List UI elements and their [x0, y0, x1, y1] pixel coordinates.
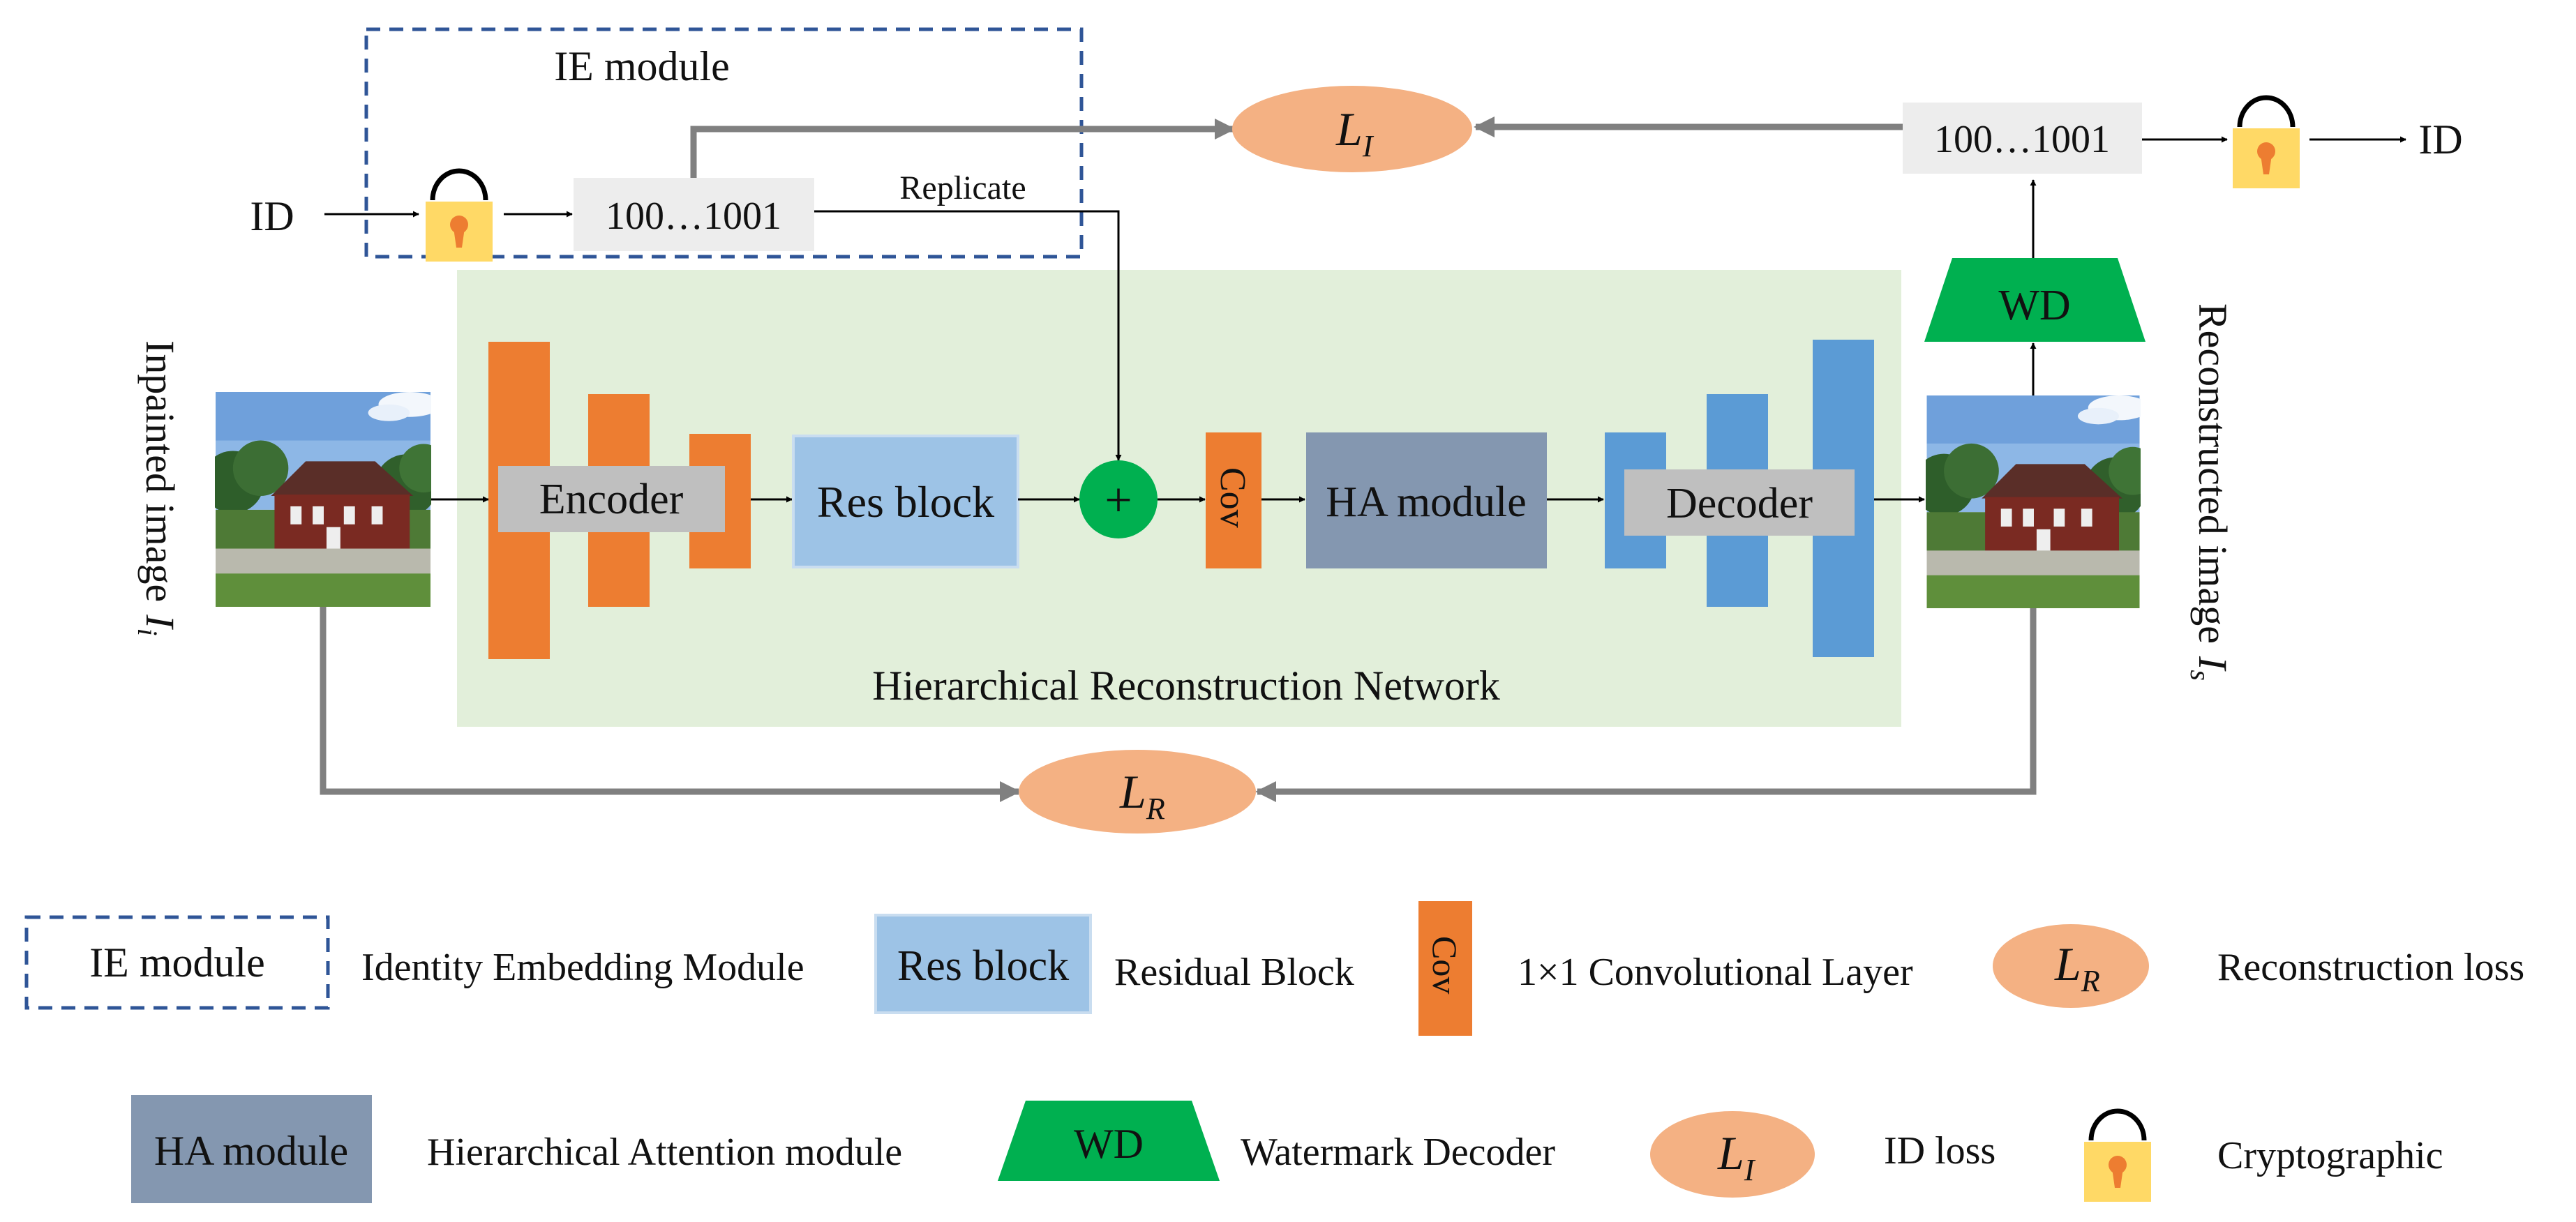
bits-box-left [574, 178, 814, 251]
res-block-label: Res block [817, 477, 994, 527]
replicate-arrow [814, 210, 1122, 461]
legend-lr-ellipse [1993, 924, 2149, 1008]
legend-res-box [874, 914, 1092, 1014]
legend-wd-trapezoid [998, 1101, 1220, 1181]
id-input-label: ID [250, 193, 294, 239]
inpainted-to-lr-arrow [320, 607, 1021, 802]
cov-layer [1206, 432, 1261, 568]
legend-li-symbol: LI [1717, 1126, 1756, 1187]
lock-icon [426, 171, 493, 262]
lr-loss-ellipse [1019, 750, 1256, 833]
legend-cov-label: Cov [1425, 936, 1465, 994]
legend-ie-box [24, 915, 330, 1010]
legend-ha-desc: Hierarchical Attention module [427, 1131, 902, 1174]
bits-box-right [1903, 103, 2142, 174]
lr-loss-label: LR [1119, 765, 1165, 826]
recon-to-lr-arrow [1255, 608, 2037, 802]
legend-wd-desc: Watermark Decoder [1241, 1131, 1555, 1174]
encoder-label: Encoder [539, 476, 684, 523]
legend-li-desc: ID loss [1884, 1129, 1995, 1172]
ha-module-label: HA module [1326, 478, 1527, 526]
legend-lr-desc: Reconstruction loss [2217, 946, 2524, 989]
reconstructed-image-caption: Reconstructed imageIs [2185, 303, 2236, 681]
network-label: Hierarchical Reconstruction Network [872, 663, 1500, 709]
id-output-label: ID [2418, 116, 2462, 163]
li-loss-ellipse [1232, 86, 1472, 172]
legend-lock-desc: Cryptographic [2217, 1134, 2443, 1177]
cov-label: Cov [1213, 467, 1252, 528]
legend-cov-desc: 1×1 Convolutional Layer [1518, 951, 1913, 994]
legend-ie-label: IE module [89, 940, 265, 986]
plus-circle [1079, 460, 1158, 538]
legend-ie-desc: Identity Embedding Module [361, 946, 804, 989]
legend-wd-label: WD [1074, 1121, 1144, 1167]
legend-ha-label: HA module [154, 1128, 348, 1174]
lock-icon-output [2233, 98, 2300, 188]
legend-ha-box [131, 1095, 372, 1203]
legend-lr-symbol: LR [2054, 937, 2100, 998]
inpainted-image-caption: Inpainted imageIi [132, 340, 183, 636]
replicate-label: Replicate [899, 169, 1026, 206]
wd-label: WD [1998, 282, 2070, 329]
decoder-label: Decoder [1666, 480, 1813, 527]
wd-trapezoid [1924, 258, 2146, 342]
decoder-label-box [1624, 469, 1855, 536]
legend-lock-icon [2084, 1111, 2151, 1202]
bits-left-label: 100…1001 [606, 195, 781, 238]
res-block [792, 435, 1019, 568]
bits-to-li-arrow [690, 119, 1236, 178]
li-loss-label: LI [1335, 103, 1375, 163]
legend-res-label: Res block [897, 942, 1069, 990]
inpainted-image [215, 392, 431, 607]
legend-res-desc: Residual Block [1114, 951, 1354, 994]
legend-cov-box [1418, 901, 1472, 1036]
plus-symbol: + [1104, 474, 1132, 527]
legend-li-ellipse [1650, 1111, 1815, 1198]
ie-module-frame [364, 27, 1084, 259]
encoder-label-box [498, 466, 725, 532]
ha-module [1306, 432, 1547, 568]
bits-right-label: 100…1001 [1934, 118, 2110, 161]
ie-module-label: IE module [554, 43, 730, 89]
reconstructed-image [1926, 395, 2141, 608]
